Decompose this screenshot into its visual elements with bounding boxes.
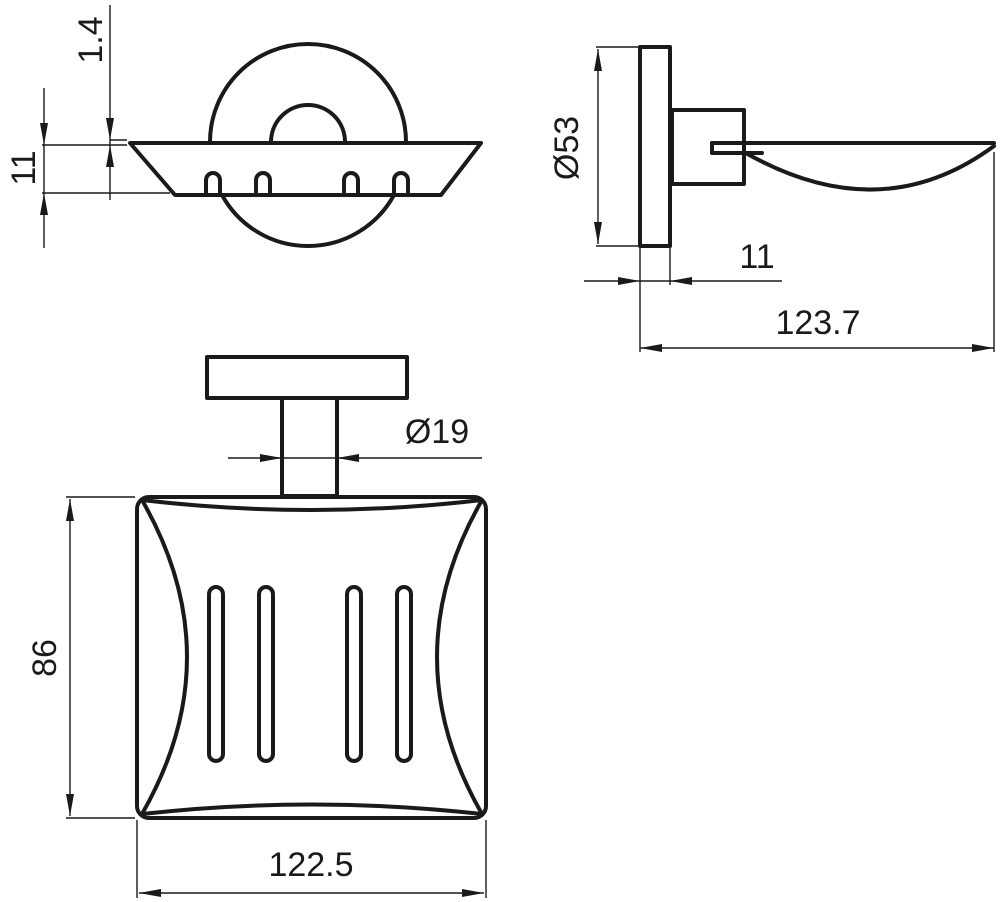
dim-side-base-depth: 11 — [739, 238, 774, 276]
plan-slot-2 — [257, 585, 275, 763]
front-slot-2 — [254, 171, 272, 197]
plan-view — [135, 355, 488, 820]
front-flange-arc-bottom — [220, 193, 396, 249]
plan-tray-outline — [135, 495, 488, 820]
dim-top-height: 11 — [5, 150, 43, 185]
side-view — [638, 45, 996, 248]
dim-stem-diameter: Ø19 — [405, 413, 469, 451]
dim-side-total-length: 123.7 — [775, 304, 860, 342]
plan-slot-4 — [395, 585, 413, 763]
plan-tray-bowl — [140, 498, 484, 816]
plan-slot-1 — [207, 585, 225, 763]
plan-slot-3 — [345, 585, 363, 763]
plan-stem — [280, 396, 339, 498]
front-slot-4 — [392, 171, 410, 197]
front-view — [128, 42, 483, 249]
plan-dimensions — [66, 454, 487, 898]
dim-top-lip: 1.4 — [72, 16, 110, 63]
dim-plan-width: 122.5 — [268, 846, 353, 884]
side-dimensions — [584, 46, 995, 352]
front-tray-outline — [128, 141, 483, 197]
front-flange-arc-top — [208, 42, 408, 144]
front-slot-1 — [204, 171, 222, 197]
dim-side-diameter: Ø53 — [548, 116, 586, 180]
front-dimensions — [40, 5, 170, 248]
side-tray-bowl — [742, 144, 996, 192]
side-wall-plate — [638, 45, 672, 248]
dim-plan-depth: 86 — [26, 639, 64, 677]
front-stem-arc — [269, 103, 347, 144]
front-slot-3 — [342, 171, 360, 197]
plan-wall-plate — [205, 355, 409, 400]
side-stem — [670, 108, 746, 186]
